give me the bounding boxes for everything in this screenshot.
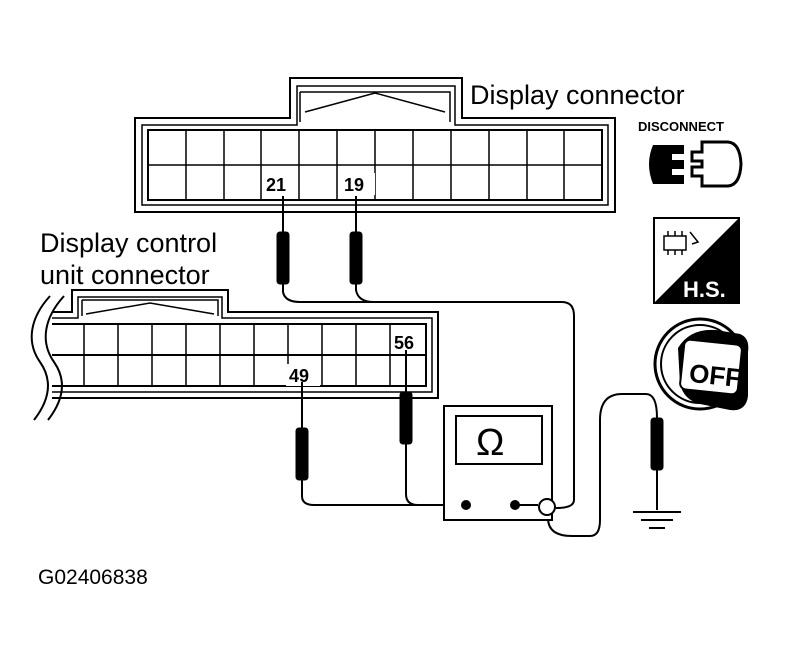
pin-label-56: 56 bbox=[394, 333, 414, 353]
probe-21 bbox=[276, 196, 290, 285]
pin-label-21: 21 bbox=[266, 175, 286, 195]
wires bbox=[282, 284, 658, 537]
control-unit-connector-latch bbox=[81, 299, 219, 316]
control-unit-connector-label-line1: Display control bbox=[40, 228, 217, 258]
probe-19 bbox=[349, 196, 363, 285]
control-unit-connector bbox=[30, 289, 439, 421]
off-label: OFF bbox=[688, 358, 743, 393]
control-unit-connector-label-line2: unit connector bbox=[40, 260, 210, 290]
display-connector-label: Display connector bbox=[470, 80, 685, 110]
cutoff-wave-outer bbox=[30, 295, 51, 421]
pin-label-19: 19 bbox=[344, 175, 364, 195]
ohmmeter-terminal-left bbox=[461, 500, 471, 510]
display-connector bbox=[134, 77, 616, 213]
display-connector-housing bbox=[134, 77, 616, 213]
wire-56 bbox=[405, 444, 430, 506]
hs-icon: H.S. bbox=[653, 217, 740, 304]
wire-ground bbox=[547, 393, 658, 537]
wire-19 bbox=[355, 284, 375, 303]
disconnect-label: DISCONNECT bbox=[638, 119, 724, 134]
disconnect-icon bbox=[649, 140, 743, 188]
probe-ground bbox=[650, 417, 664, 510]
control-unit-connector-housing bbox=[52, 289, 439, 399]
ohm-symbol: Ω bbox=[476, 422, 504, 464]
probes bbox=[276, 196, 664, 510]
wire-21 bbox=[282, 284, 575, 509]
figure-code: G02406838 bbox=[38, 566, 148, 589]
display-connector-inner-outline bbox=[141, 85, 609, 206]
probe-56 bbox=[399, 350, 413, 445]
ohmmeter-display bbox=[455, 415, 543, 465]
pin-label-49: 49 bbox=[289, 366, 309, 386]
probe-49 bbox=[295, 382, 309, 481]
ohmmeter-terminal-right bbox=[538, 498, 556, 516]
display-connector-dividers bbox=[185, 130, 565, 200]
display-connector-latch bbox=[299, 91, 451, 122]
control-unit-connector-pin-grid bbox=[52, 323, 427, 387]
ohmmeter: Ω bbox=[443, 405, 556, 521]
control-unit-connector-inner-outline bbox=[52, 296, 433, 393]
hs-label: H.S. bbox=[683, 277, 726, 302]
wire-49 bbox=[301, 480, 466, 506]
ground-symbol bbox=[633, 511, 681, 529]
cutoff-wave-inner bbox=[44, 295, 65, 421]
ignition-off-icon: OFF bbox=[653, 317, 749, 411]
